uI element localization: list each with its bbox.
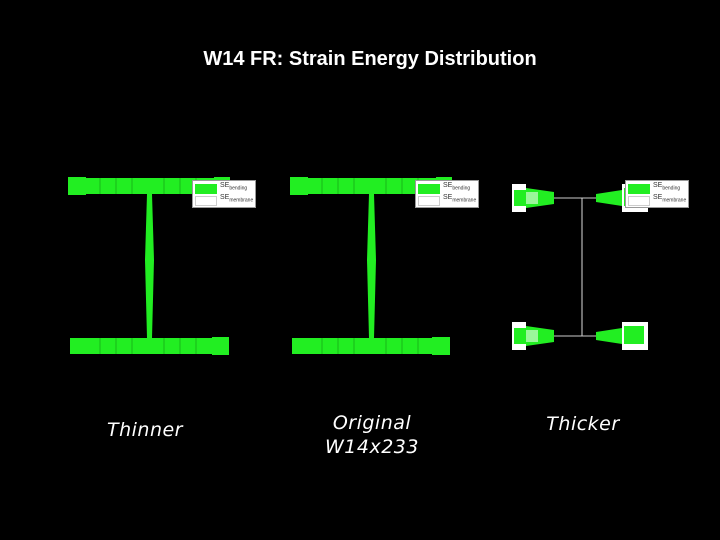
legend: SEbending SEmembrane	[625, 180, 689, 208]
legend: SEbending SEmembrane	[415, 180, 479, 208]
section-diagram-thicker: SEbending SEmembrane	[510, 170, 700, 360]
bottom-flange-tip-right	[432, 337, 450, 355]
legend-membrane-text: SEmembrane	[220, 194, 254, 204]
legend-row-membrane: SEmembrane	[418, 194, 478, 207]
top-flange	[70, 178, 230, 194]
caption-original-line2: W14x233	[325, 436, 419, 458]
membrane-swatch	[418, 196, 440, 206]
top-flange-tip-left	[68, 177, 86, 195]
bottom-flange	[70, 338, 228, 354]
web	[145, 194, 154, 338]
slide-title: W14 FR: Strain Energy Distribution	[203, 48, 537, 70]
membrane-swatch	[195, 196, 217, 206]
legend: SEbending SEmembrane	[192, 180, 256, 208]
legend-row-bending: SEbending	[195, 182, 255, 195]
legend-row-bending: SEbending	[418, 182, 478, 195]
top-flange	[292, 178, 452, 194]
top-flange-tip-left	[290, 177, 308, 195]
legend-row-membrane: SEmembrane	[195, 194, 255, 207]
thinner-section-shape	[68, 177, 230, 355]
bending-swatch	[195, 184, 217, 194]
top-flange-right-taper	[596, 190, 622, 206]
membrane-swatch	[628, 196, 650, 206]
caption-thicker-line1: Thicker	[546, 413, 620, 435]
web	[367, 194, 376, 338]
caption-original: Original W14x233	[312, 411, 432, 459]
bottom-flange-right-taper	[596, 328, 622, 344]
legend-row-bending: SEbending	[628, 182, 688, 195]
legend-membrane-text: SEmembrane	[653, 194, 687, 204]
caption-thicker: Thicker	[528, 412, 638, 436]
bending-swatch	[628, 184, 650, 194]
legend-bending-text: SEbending	[443, 182, 471, 192]
bottom-flange	[292, 338, 450, 354]
section-diagram-thinner: SEbending SEmembrane	[68, 170, 258, 360]
legend-membrane-text: SEmembrane	[443, 194, 477, 204]
caption-thinner-line1: Thinner	[106, 419, 183, 441]
caption-original-line1: Original	[332, 412, 412, 434]
legend-row-membrane: SEmembrane	[628, 194, 688, 207]
bottom-flange-tip-right	[212, 337, 229, 355]
bending-swatch	[418, 184, 440, 194]
legend-bending-text: SEbending	[653, 182, 681, 192]
original-section-shape	[290, 177, 452, 355]
legend-bending-text: SEbending	[220, 182, 248, 192]
caption-thinner: Thinner	[90, 418, 200, 442]
section-diagram-original: SEbending SEmembrane	[290, 170, 480, 360]
